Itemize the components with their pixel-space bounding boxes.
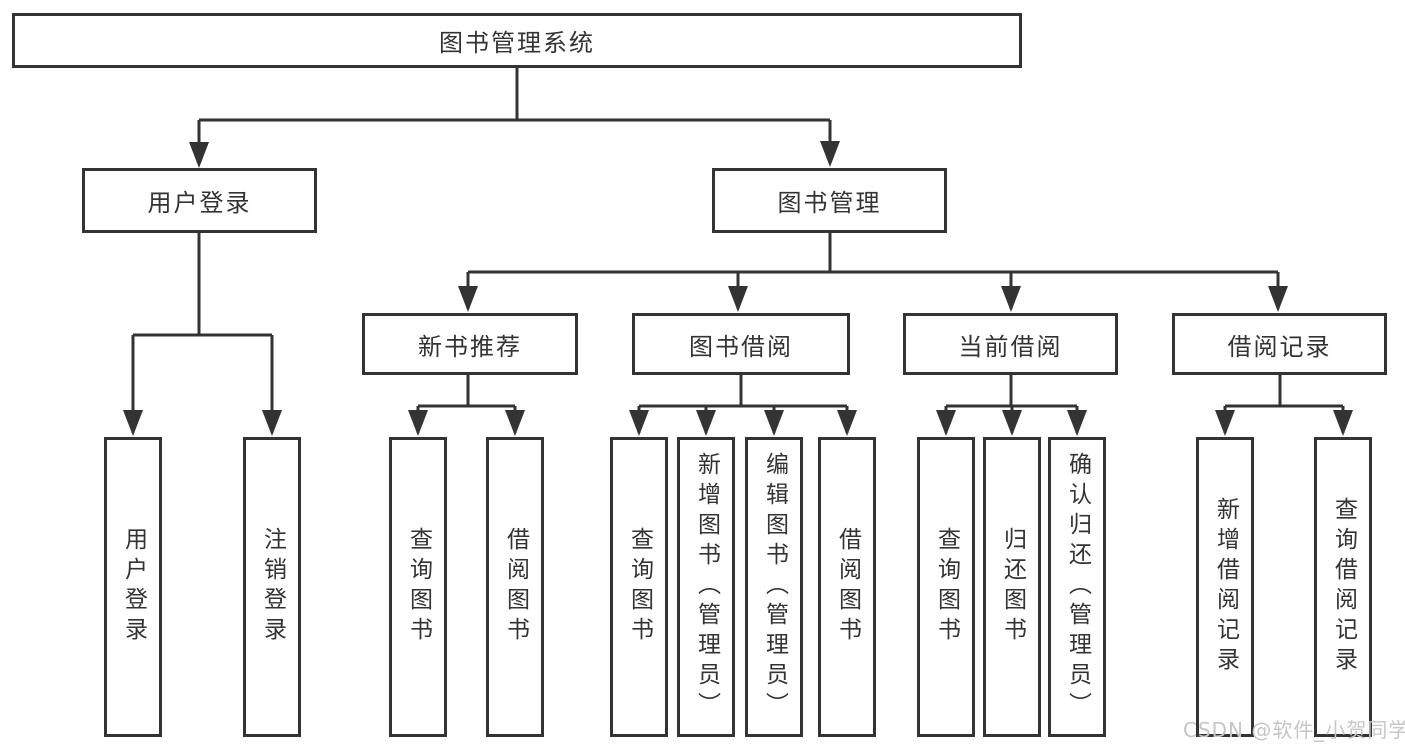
node-label: 图书管理系统 <box>439 29 595 57</box>
tree-branch-lines <box>131 68 1345 433</box>
node-borrowing-records: 借阅记录 <box>1172 313 1387 375</box>
node-label: 图书管理 <box>777 189 882 217</box>
node-label: 图书借阅 <box>689 332 793 361</box>
node-current-borrowing: 当前借阅 <box>903 313 1118 375</box>
node-label: 确认归还（管理员） <box>1064 452 1091 722</box>
node-leaf-query-books-recommend: 查询图书 <box>389 437 447 737</box>
node-leaf-query-borrow-record: 查询借阅记录 <box>1314 437 1372 737</box>
node-label: 归还图书 <box>999 527 1026 647</box>
node-label: 用户登录 <box>120 527 147 647</box>
node-label: 新增图书（管理员） <box>693 452 720 722</box>
node-leaf-confirm-return-admin: 确认归还（管理员） <box>1048 437 1106 737</box>
arrowheads <box>123 141 1353 436</box>
node-leaf-return-books: 归还图书 <box>983 437 1041 737</box>
node-label: 借阅图书 <box>502 527 529 647</box>
node-new-book-recommend: 新书推荐 <box>362 313 578 375</box>
node-label: 查询图书 <box>933 527 960 647</box>
node-label: 注销登录 <box>259 527 286 647</box>
node-label: 当前借阅 <box>958 332 1063 361</box>
node-leaf-add-books-admin: 新增图书（管理员） <box>677 437 735 737</box>
node-book-management: 图书管理 <box>712 168 947 233</box>
node-label: 查询图书 <box>626 527 653 647</box>
node-leaf-user-login: 用户登录 <box>104 437 162 737</box>
node-leaf-edit-books-admin: 编辑图书（管理员） <box>745 437 803 737</box>
node-label: 新增借阅记录 <box>1212 497 1239 677</box>
node-label: 借阅记录 <box>1227 332 1332 361</box>
node-label: 新书推荐 <box>418 332 522 361</box>
csdn-watermark: CSDN @软件_小贺同学 <box>1183 718 1405 742</box>
node-leaf-add-borrow-record: 新增借阅记录 <box>1196 437 1254 737</box>
node-leaf-logout: 注销登录 <box>243 437 301 737</box>
node-book-borrowing: 图书借阅 <box>632 313 850 375</box>
node-user-login: 用户登录 <box>82 168 317 233</box>
node-leaf-query-books-current: 查询图书 <box>917 437 975 737</box>
node-leaf-query-books-borrowing: 查询图书 <box>610 437 668 737</box>
node-label: 用户登录 <box>147 189 252 217</box>
node-label: 编辑图书（管理员） <box>761 452 788 722</box>
node-label: 查询借阅记录 <box>1330 497 1357 677</box>
node-label: 借阅图书 <box>834 527 861 647</box>
node-label: 查询图书 <box>405 527 432 647</box>
node-library-management-system: 图书管理系统 <box>12 13 1022 68</box>
node-leaf-borrow-books-recommend: 借阅图书 <box>486 437 544 737</box>
node-leaf-borrow-books-borrowing: 借阅图书 <box>818 437 876 737</box>
